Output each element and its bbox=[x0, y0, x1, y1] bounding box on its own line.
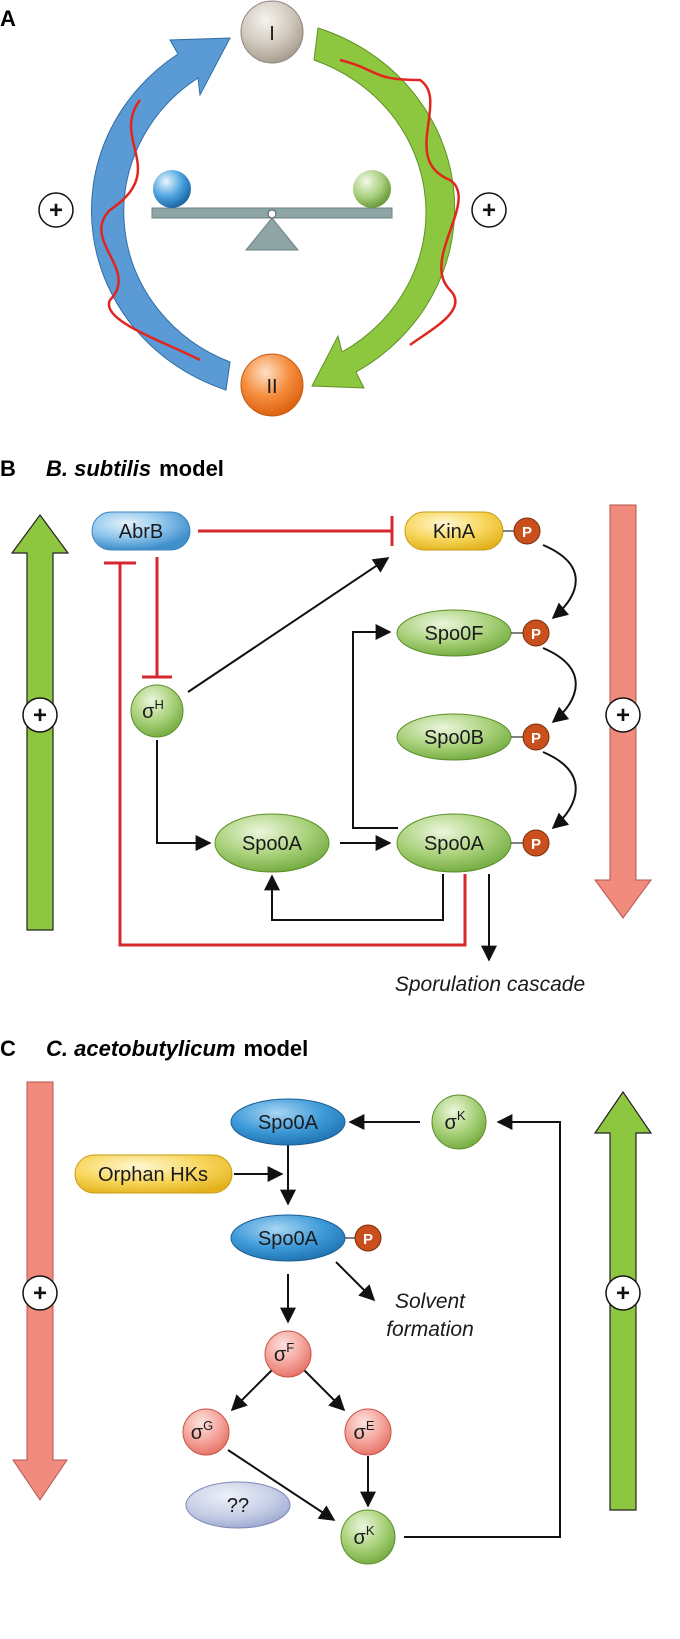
sigma-g-label: σG bbox=[191, 1418, 213, 1444]
sigma-h-node bbox=[130, 684, 184, 738]
panel-a-letter: A bbox=[0, 6, 16, 31]
c-spo0a-p-label: Spo0A bbox=[258, 1228, 319, 1250]
panel-b-letter: B bbox=[0, 456, 16, 481]
panel-b-inhibition-lines bbox=[104, 516, 467, 947]
blue-ball bbox=[153, 170, 191, 208]
panel-a-plus-left bbox=[38, 192, 74, 228]
kina-label: KinA bbox=[433, 521, 476, 543]
abrb-node bbox=[91, 511, 191, 551]
c-spo0a-node bbox=[230, 1098, 346, 1146]
state-one-circle bbox=[240, 0, 304, 64]
panel-a-plus-right bbox=[471, 192, 507, 228]
panel-b-plus-left bbox=[22, 697, 58, 733]
green-arrow-wave bbox=[339, 58, 460, 347]
panel-c-plus-left bbox=[22, 1275, 58, 1311]
spo0f-phospho-label: P bbox=[531, 626, 541, 643]
state-one-label: I bbox=[269, 23, 275, 45]
panel-b-activation-arrows bbox=[156, 544, 577, 962]
sporulation-cascade-label: Sporulation cascade bbox=[395, 973, 585, 996]
panel-c-letter: C bbox=[0, 1036, 16, 1061]
green-cycle-arrow bbox=[311, 27, 460, 389]
formation-label: formation bbox=[386, 1318, 474, 1341]
panel-c-plus-right bbox=[605, 1275, 641, 1311]
sigma-f-label: σF bbox=[274, 1340, 294, 1366]
panel-a-plus-left-text: + bbox=[49, 197, 63, 224]
spo0b-label: Spo0B bbox=[424, 727, 484, 749]
sigma-k-bottom-label: σK bbox=[353, 1523, 374, 1549]
panel-b-plus-right-text: + bbox=[616, 702, 630, 729]
blue-cycle-arrow bbox=[90, 37, 231, 391]
panel-c-plus-left-text: + bbox=[33, 1280, 47, 1307]
balance-seesaw bbox=[151, 170, 393, 251]
spo0a-phospho-label: P bbox=[531, 836, 541, 853]
state-two-circle bbox=[240, 353, 304, 417]
sigma-k-top-label: σK bbox=[444, 1108, 465, 1134]
orphan-hks-node bbox=[74, 1154, 233, 1194]
c-spo0a-phospho bbox=[354, 1224, 382, 1252]
spo0f-label: Spo0F bbox=[425, 623, 484, 645]
spo0a-active-label: Spo0A bbox=[424, 833, 485, 855]
spo0a-inactive-node bbox=[214, 813, 330, 873]
kina-phospho bbox=[513, 517, 541, 545]
abrb-label: AbrB bbox=[119, 521, 163, 543]
state-two-label: II bbox=[266, 376, 277, 398]
panel-c-arrows bbox=[227, 1114, 561, 1538]
solvent-label: Solvent bbox=[395, 1290, 466, 1313]
sigma-k-top-node bbox=[431, 1094, 487, 1150]
c-spo0a-phospho-label: P bbox=[363, 1231, 373, 1248]
sigma-e-label: σE bbox=[353, 1418, 374, 1444]
sigma-g-node bbox=[182, 1408, 230, 1456]
c-spo0a-label: Spo0A bbox=[258, 1112, 319, 1134]
spo0b-phospho-label: P bbox=[531, 730, 541, 747]
orphan-hks-label: Orphan HKs bbox=[98, 1164, 208, 1186]
unknown-factor-label: ?? bbox=[227, 1495, 249, 1517]
unknown-factor-node bbox=[185, 1481, 291, 1529]
green-ball bbox=[353, 170, 391, 208]
sigma-k-bottom-node bbox=[340, 1509, 396, 1565]
panel-a-plus-right-text: + bbox=[482, 197, 496, 224]
sigma-h-label: σH bbox=[142, 697, 164, 723]
sigma-f-node bbox=[264, 1330, 312, 1378]
blue-arrow-wave bbox=[100, 99, 201, 362]
panel-c-plus-right-text: + bbox=[616, 1280, 630, 1307]
spo0b-phospho bbox=[522, 723, 550, 751]
sigma-e-node bbox=[344, 1408, 392, 1456]
panel-b-plus-right bbox=[605, 697, 641, 733]
panel-b-plus-left-text: + bbox=[33, 702, 47, 729]
kina-phospho-label: P bbox=[522, 524, 532, 541]
spo0a-inactive-label: Spo0A bbox=[242, 833, 303, 855]
spo0a-phospho bbox=[522, 829, 550, 857]
spo0f-phospho bbox=[522, 619, 550, 647]
